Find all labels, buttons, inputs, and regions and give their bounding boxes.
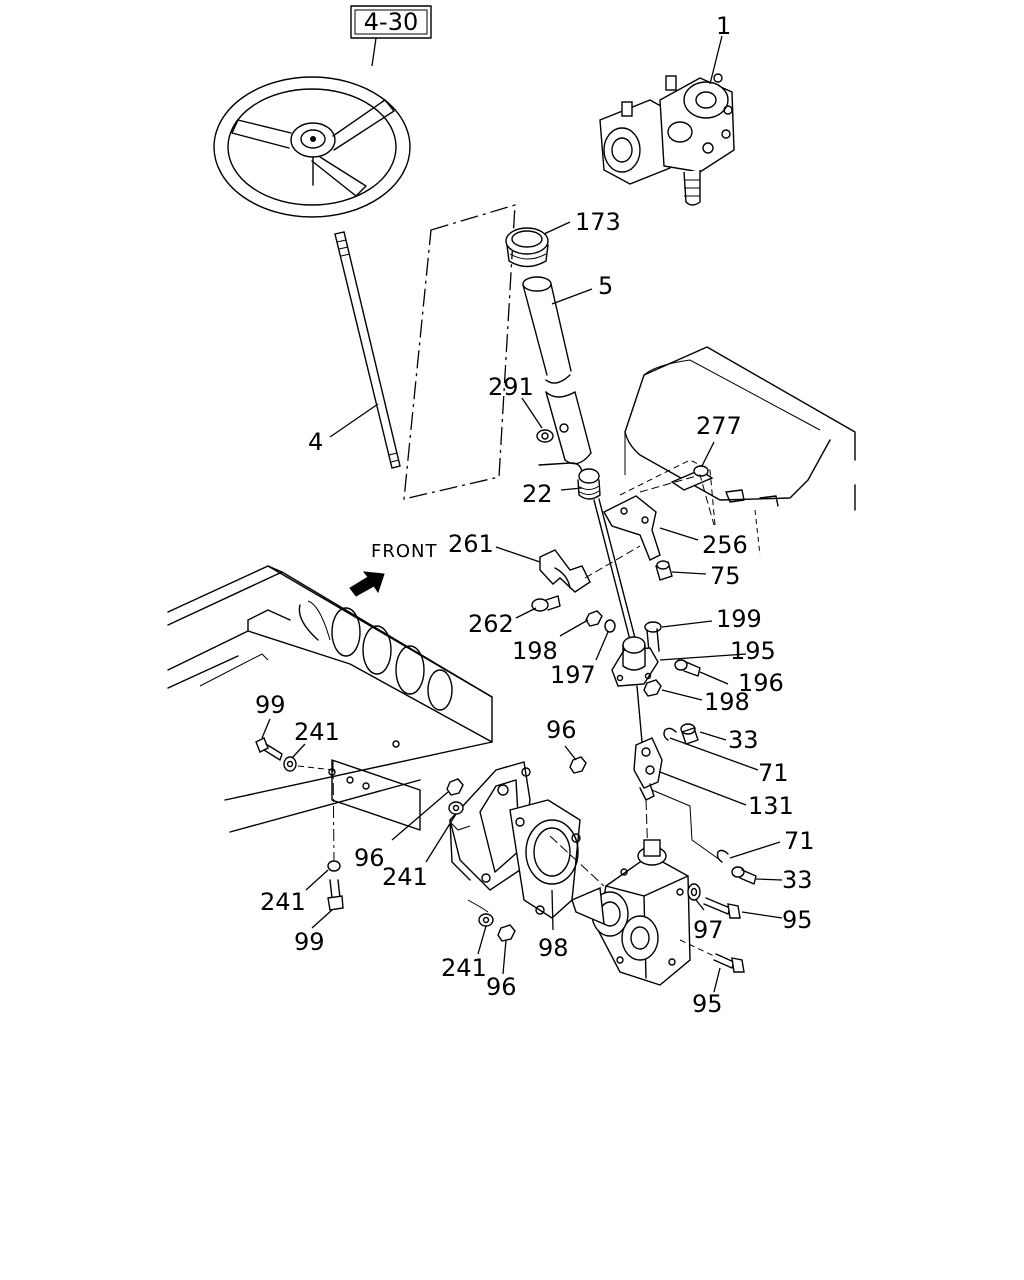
nut-291 (536, 429, 554, 443)
callout-197: 197 (550, 661, 596, 689)
callout-71-upper: 71 (758, 759, 789, 787)
flange-195 (611, 636, 659, 687)
gear-bracket-98 (449, 761, 581, 919)
callout-71-lower: 71 (784, 827, 815, 855)
washer-97 (687, 883, 701, 901)
bolt-99-upper (255, 737, 283, 761)
bolt-33-upper (680, 723, 699, 745)
page-reference-label: 4-30 (364, 8, 418, 36)
callout-97: 97 (693, 916, 724, 944)
bolt-95-upper (703, 897, 741, 919)
steering-gearbox (549, 835, 691, 986)
callout-98: 98 (538, 934, 569, 962)
callout-95-lower: 95 (692, 990, 723, 1018)
callout-22: 22 (522, 480, 553, 508)
leader-lines (261, 35, 783, 993)
clamp-261 (539, 545, 641, 593)
nut-96-mid (569, 756, 587, 774)
callout-33-lower: 33 (782, 866, 813, 894)
bolt-99-lower (327, 879, 344, 911)
nut-96-bottom (497, 924, 516, 942)
callout-195: 195 (730, 637, 776, 665)
bolt-196 (674, 659, 701, 677)
callout-131: 131 (748, 792, 794, 820)
callout-33-upper: 33 (728, 726, 759, 754)
nut-198-lower (643, 679, 662, 697)
callout-4: 4 (308, 428, 323, 456)
front-arrow-icon (349, 571, 385, 597)
callout-173: 173 (575, 208, 621, 236)
nut-96-upper (446, 778, 464, 796)
callout-198-upper: 198 (512, 637, 558, 665)
washer-241-lower-left (327, 860, 341, 872)
bolt-75 (655, 560, 673, 581)
column-tube-5 (522, 276, 592, 465)
steering-gear-assembly-1 (599, 73, 735, 206)
steering-wheel (213, 76, 411, 218)
callout-labels: 1 173 5 291 4 277 22 256 261 75 262 199 … (255, 12, 815, 1018)
callout-291: 291 (488, 373, 534, 401)
universal-joint-131 (633, 737, 663, 801)
vehicle-frame (167, 565, 493, 833)
callout-1: 1 (716, 12, 731, 40)
front-label: FRONT (371, 541, 438, 562)
callout-96-left: 96 (354, 844, 385, 872)
clip-71-upper (663, 727, 677, 741)
callout-99-upper: 99 (255, 691, 286, 719)
bearing-22 (538, 462, 601, 500)
bolt-95-lower (713, 953, 745, 973)
bracket-256 (603, 474, 715, 561)
callout-241-upper: 241 (294, 718, 340, 746)
washer-241-upper (283, 756, 297, 772)
callout-241-bottom: 241 (441, 954, 487, 982)
washer-241-bottom (478, 913, 494, 927)
frame-mounting-plate (328, 759, 421, 831)
callout-277: 277 (696, 412, 742, 440)
callout-241-mid: 241 (382, 863, 428, 891)
callout-96-mid: 96 (546, 716, 577, 744)
callout-262: 262 (468, 610, 514, 638)
callout-198-lower: 198 (704, 688, 750, 716)
clip-277 (670, 465, 714, 491)
callout-5: 5 (598, 272, 613, 300)
callout-199: 199 (716, 605, 762, 633)
callout-261: 261 (448, 530, 494, 558)
column-cover-173 (505, 227, 549, 268)
bolt-262 (531, 595, 561, 612)
front-direction-indicator: FRONT (349, 541, 438, 597)
callout-196: 196 (738, 669, 784, 697)
callout-75: 75 (710, 562, 741, 590)
nut-198-upper (585, 610, 603, 627)
column-group-boundary (403, 204, 516, 500)
clip-71-lower (716, 849, 729, 863)
callout-95-upper: 95 (782, 906, 813, 934)
bolt-33-lower (731, 866, 757, 885)
washer-197 (604, 619, 616, 633)
callout-256: 256 (702, 531, 748, 559)
callout-241-lower-left: 241 (260, 888, 306, 916)
steering-shaft (334, 231, 401, 469)
callout-99-lower: 99 (294, 928, 325, 956)
page-reference: 4-30 (350, 5, 432, 39)
callout-96-bottom: 96 (486, 973, 517, 1001)
intermediate-shaft (593, 498, 636, 641)
dashboard-panel (619, 346, 856, 556)
washer-241-mid (448, 801, 464, 815)
lower-shaft (636, 685, 643, 743)
